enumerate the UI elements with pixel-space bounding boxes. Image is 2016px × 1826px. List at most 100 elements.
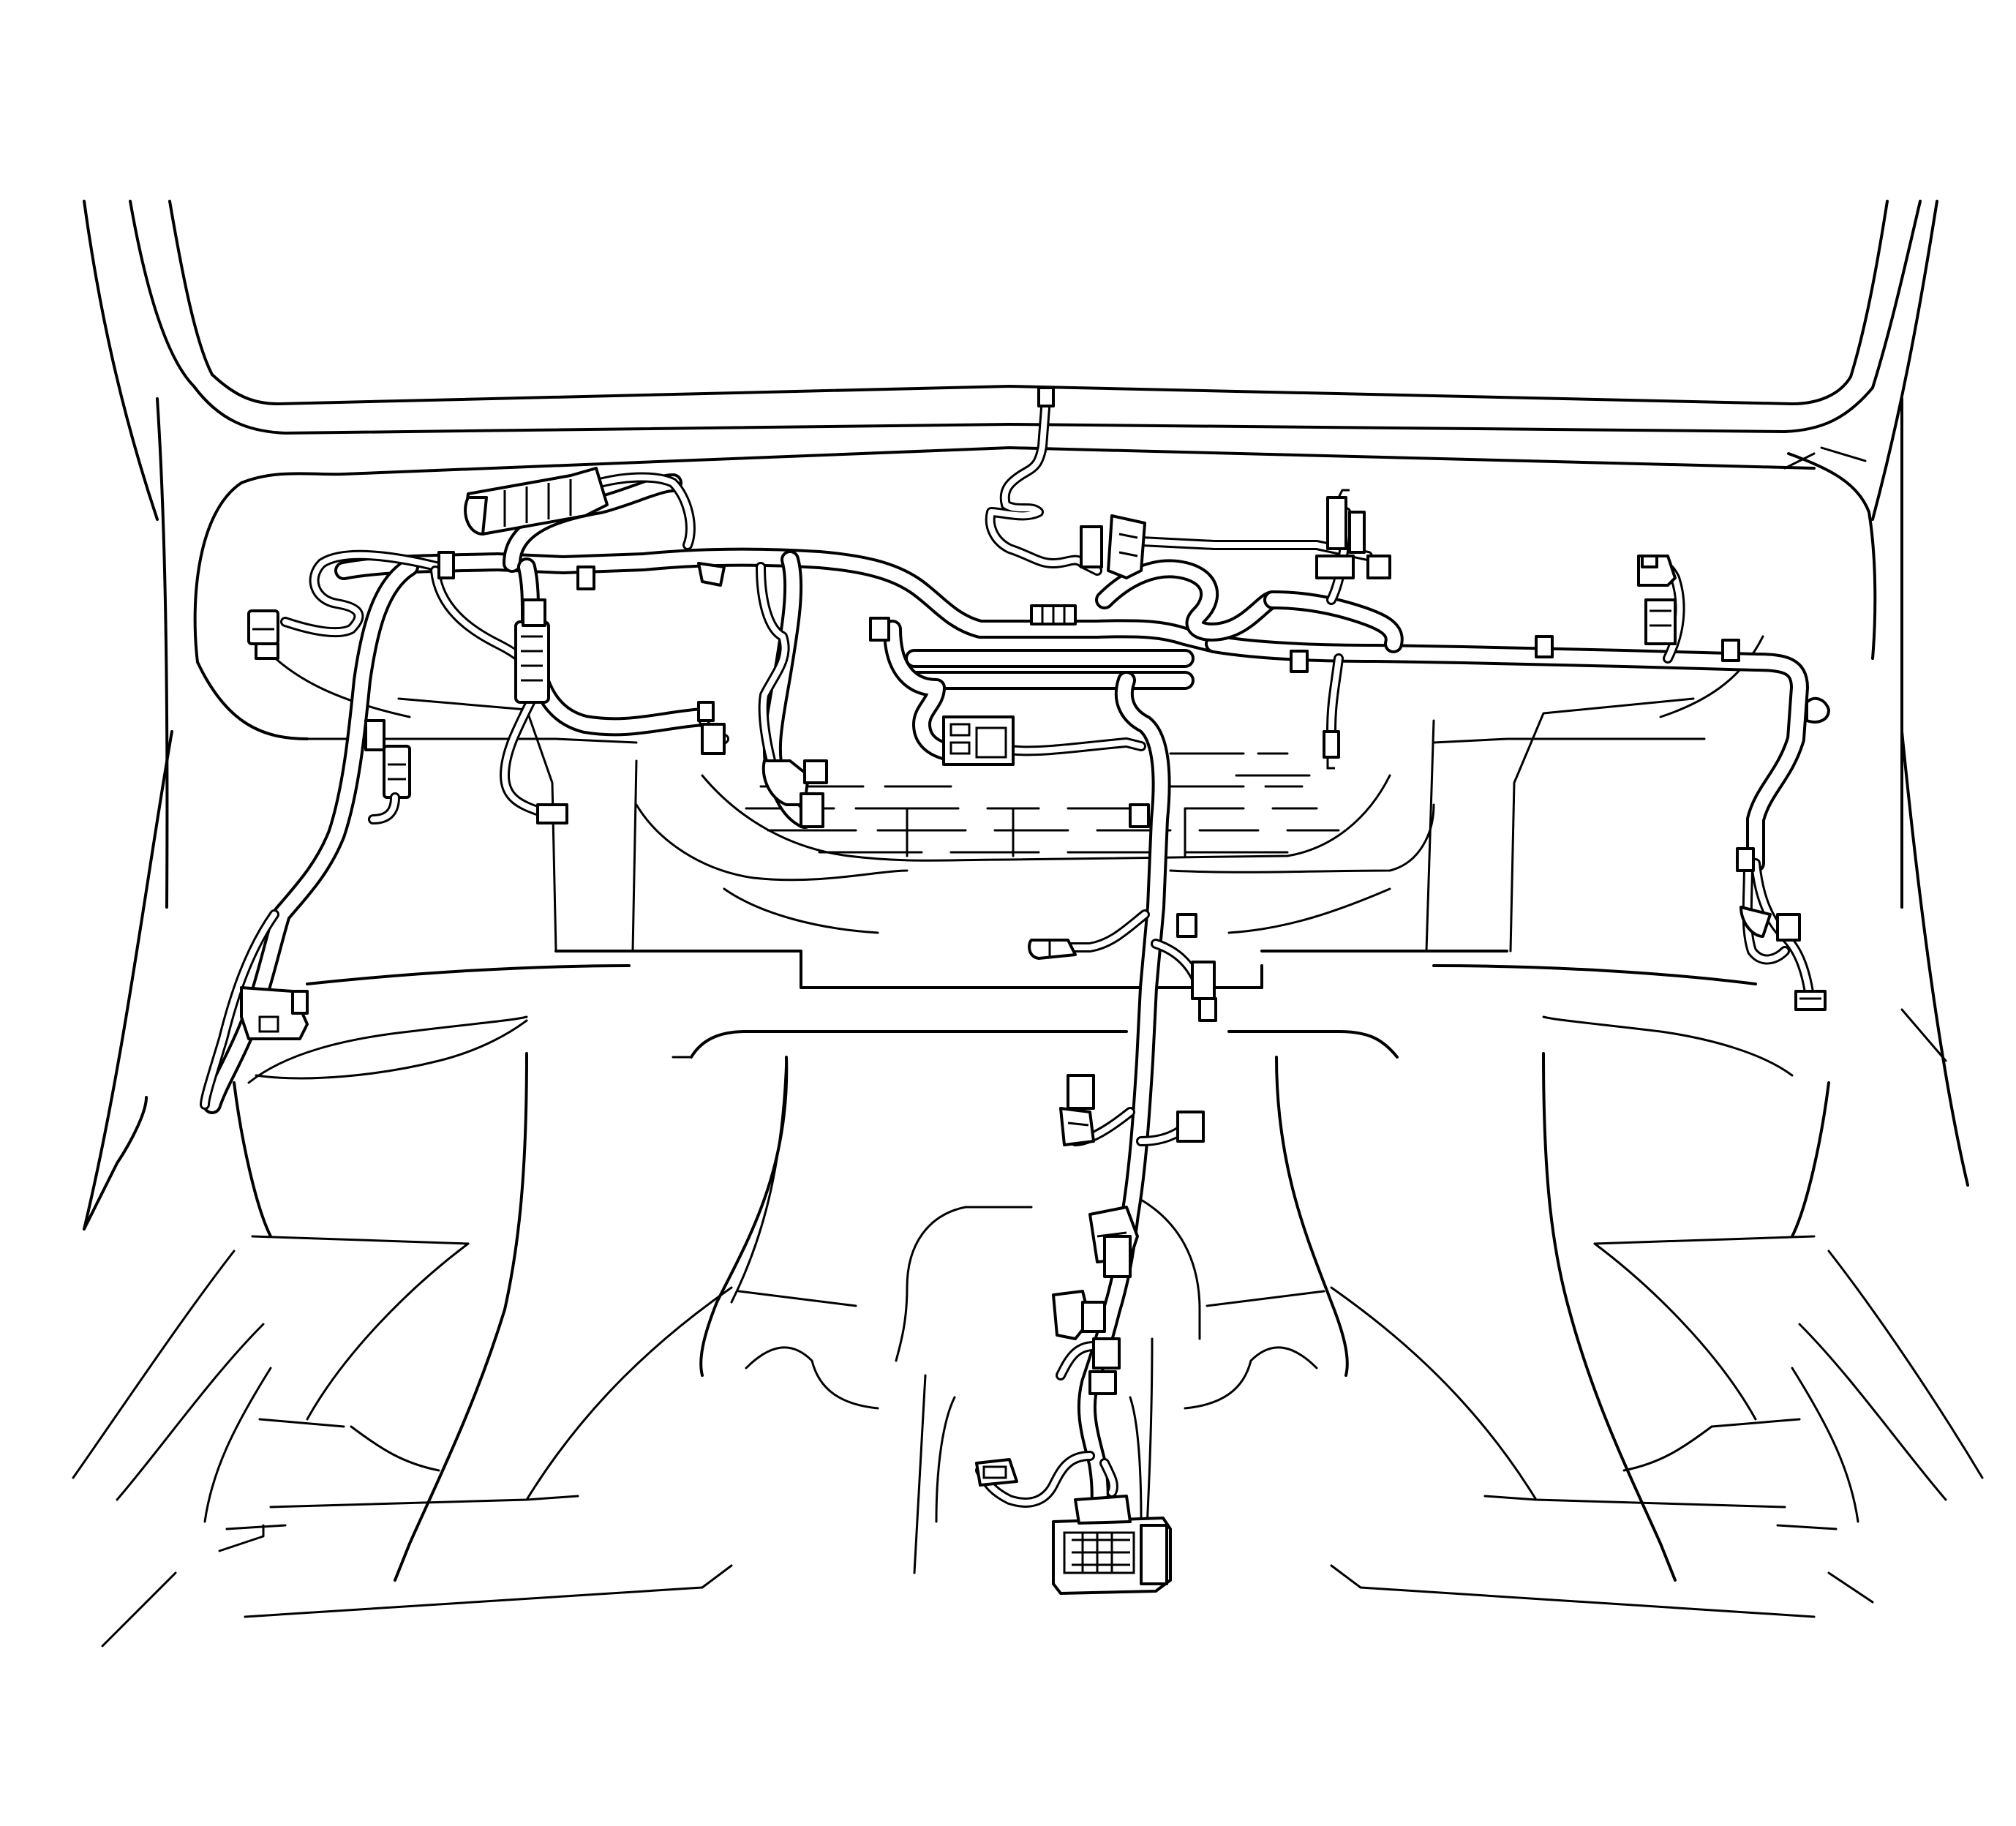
connector-tab xyxy=(1641,555,1658,568)
connector-top xyxy=(697,701,715,722)
connector-clip-left-lower xyxy=(536,803,568,824)
harness-clip xyxy=(1290,650,1309,673)
right-body-outer xyxy=(1900,730,1969,1187)
connector-lead xyxy=(1337,489,1350,498)
connector-body xyxy=(514,620,550,704)
rib-divider xyxy=(906,807,1186,857)
right-sill-line-2 xyxy=(1798,1323,1947,1501)
right-floor-line-2 xyxy=(1710,1418,1801,1428)
right-floor-line-7 xyxy=(1330,1564,1362,1589)
left-floor-line-7 xyxy=(701,1564,733,1589)
module-connector-center xyxy=(942,715,1015,766)
harness-clips xyxy=(437,551,1740,938)
tunnel-bottom-center-left xyxy=(935,1396,956,1523)
connector-body xyxy=(465,467,609,536)
left-floor-line-5 xyxy=(218,1524,265,1552)
left-rocker xyxy=(83,1096,148,1231)
dash-mid-sweep-left xyxy=(635,803,909,882)
connector-left-kick-panel xyxy=(240,986,309,1040)
right-footwell-front xyxy=(1791,1081,1830,1238)
connector-slot xyxy=(982,1465,1007,1479)
connector-body xyxy=(1326,496,1347,550)
dash-lower-left-curve xyxy=(196,661,309,740)
right-floor-upper-sweep xyxy=(1593,1242,1757,1421)
tunnel-right-inner-curve xyxy=(1140,1198,1201,1340)
harness-clip xyxy=(437,551,455,579)
left-sill-line-2 xyxy=(116,1323,265,1501)
connector-ribs xyxy=(1118,533,1138,557)
connector-rib xyxy=(1067,1121,1089,1127)
left-footwell-front-curve xyxy=(730,1056,788,1304)
connector-body-2 xyxy=(1644,598,1677,645)
dash-bottom-inner-left xyxy=(723,887,879,934)
connector-console-mid-box xyxy=(1088,1337,1121,1395)
right-outer-trim xyxy=(1827,1571,1874,1604)
right-floor-line-1 xyxy=(1593,1235,1816,1245)
windshield-left-pillar-outer xyxy=(83,200,159,521)
connector-window xyxy=(258,1015,279,1033)
connector-body xyxy=(1028,939,1077,960)
dash-panel-right-box-2 xyxy=(1425,719,1435,953)
module-pins xyxy=(975,726,1007,759)
connector-plug xyxy=(1794,990,1827,1011)
dash-kneebar-line xyxy=(306,964,1757,985)
tunnel-bottom-center-right xyxy=(1129,1396,1143,1523)
dash-top-left xyxy=(193,472,345,664)
left-floor-line-6 xyxy=(244,1586,704,1618)
left-floor-line-4 xyxy=(225,1524,287,1530)
connector-console-mid-left xyxy=(1059,1074,1095,1146)
right-a-pillar-lower xyxy=(1900,397,1903,909)
left-floor-upper-sweep xyxy=(306,1242,470,1421)
windshield-left-pillar-inner xyxy=(129,200,195,388)
connector-body xyxy=(1776,913,1801,942)
left-floor-line-1 xyxy=(251,1235,470,1245)
tunnel-lower-right-step xyxy=(1184,1346,1318,1410)
center-ribs xyxy=(745,752,1340,857)
connector-plug xyxy=(255,642,279,660)
connector-lock xyxy=(803,759,828,784)
connector-console-lower-cluster xyxy=(1088,1206,1139,1278)
large-inline-connector-top-left xyxy=(464,467,609,536)
connector-center-left-drop xyxy=(761,759,828,828)
connector-body xyxy=(701,723,726,755)
connector-pin-rows xyxy=(1072,1538,1130,1566)
connector-ribs xyxy=(521,635,543,682)
dash-panel-left-box xyxy=(397,697,557,953)
harness-clip xyxy=(697,562,726,587)
connector-cap xyxy=(464,496,488,536)
connector-console-left-lower xyxy=(1052,1290,1106,1340)
connector-plug xyxy=(800,792,824,828)
connector-body xyxy=(1176,1111,1205,1143)
left-floor-line-2 xyxy=(258,1418,345,1428)
connector-left-vertical xyxy=(364,719,411,824)
left-footwell-inner-curve xyxy=(394,1052,528,1582)
connector-body xyxy=(1092,1337,1121,1370)
windshield-top-edge xyxy=(211,373,1852,405)
connector-plug xyxy=(1366,555,1391,579)
connector-right-cluster xyxy=(1637,555,1677,645)
dash-kneebar-line-right-lower xyxy=(1542,1015,1794,1077)
windshield-right-inner-2 xyxy=(1871,200,1922,389)
connector-body-2 xyxy=(1059,1107,1095,1146)
console-top-right xyxy=(1227,1030,1399,1059)
right-floor-line-3 xyxy=(1483,1495,1786,1508)
connector-body-2 xyxy=(1088,1370,1117,1395)
dash-kneebar-line-left-lower xyxy=(247,1015,528,1084)
harness-clip xyxy=(576,566,595,590)
dash-top-line xyxy=(342,446,1816,476)
right-floor-mid-sweep xyxy=(1330,1286,1538,1501)
connector-body xyxy=(247,609,279,645)
left-body-outer xyxy=(83,730,173,1231)
connector-center-right-drop xyxy=(1323,730,1340,770)
connector-center-upper-pair xyxy=(1080,514,1146,579)
connector-body xyxy=(1191,961,1216,1000)
right-corner-trim xyxy=(1820,446,1947,1062)
connector-body xyxy=(761,759,810,806)
connector-right-lower xyxy=(1739,906,1827,1011)
right-floor-line-4 xyxy=(1776,1524,1838,1530)
connector-console-left xyxy=(1028,939,1077,960)
connector-base xyxy=(1315,555,1355,579)
module-slot xyxy=(949,723,971,737)
connector-right-grommet xyxy=(1805,696,1830,724)
